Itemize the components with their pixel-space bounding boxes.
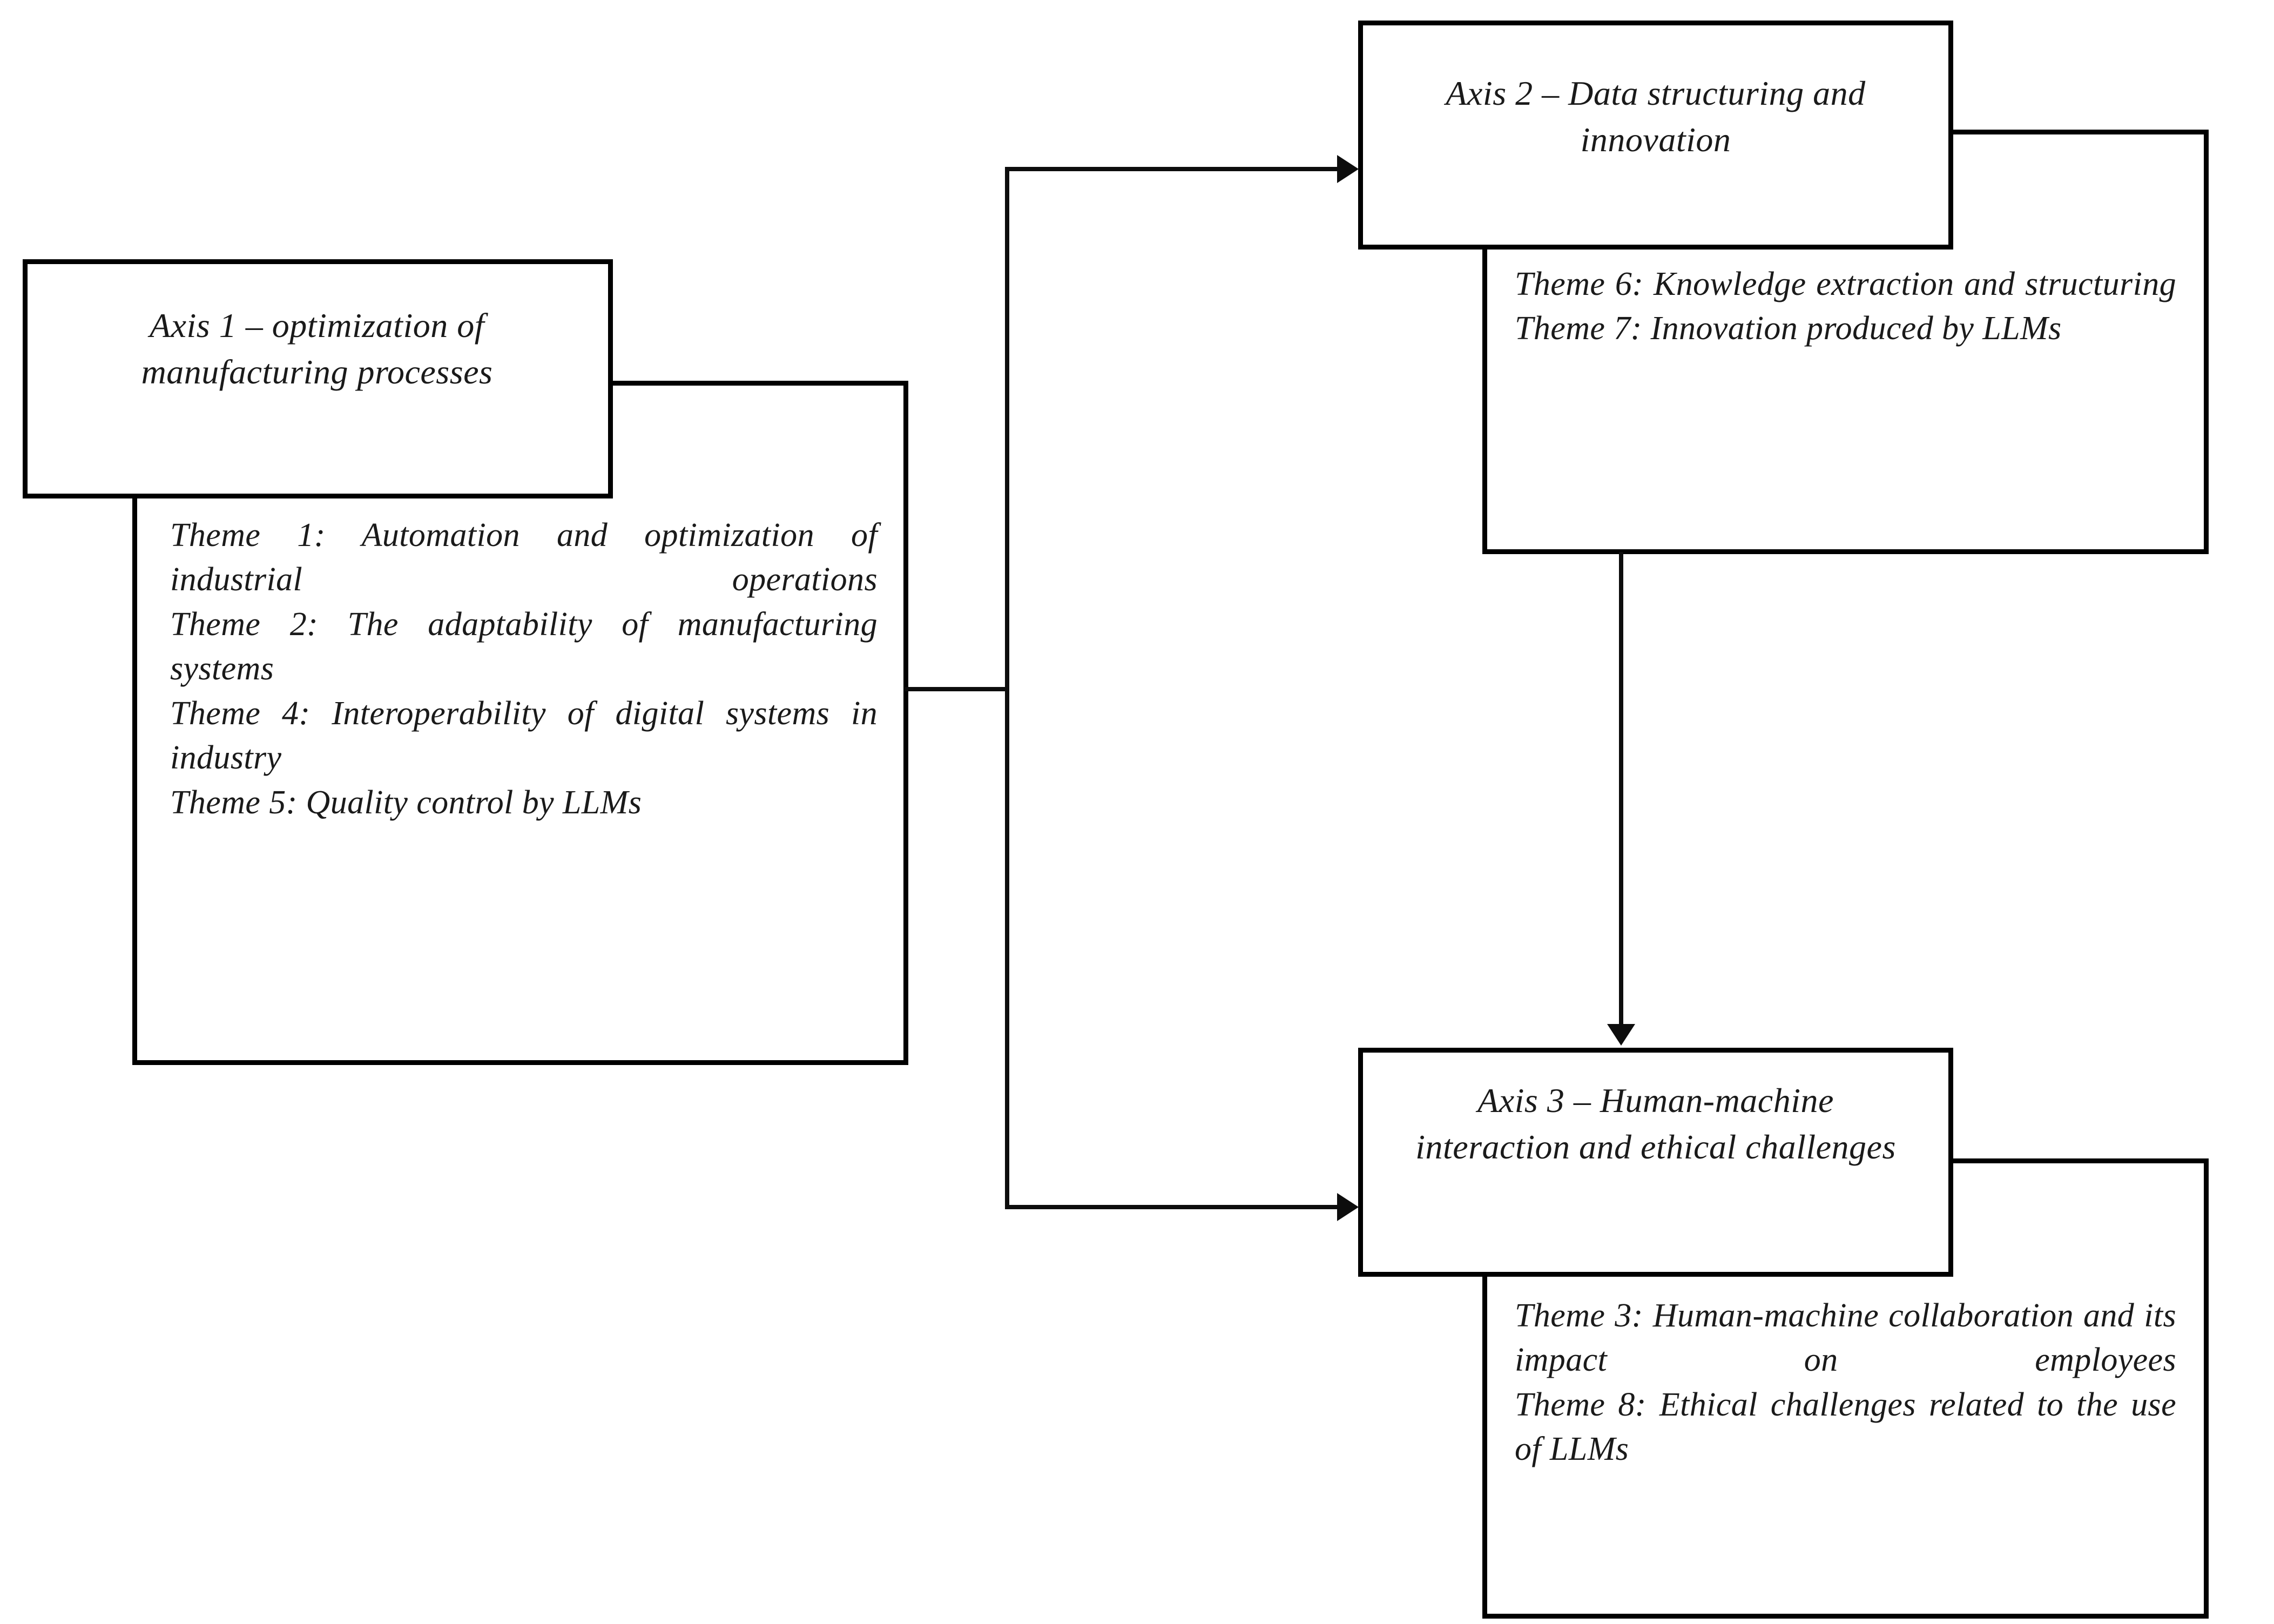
- axis-1-theme-list: Theme 1: Automation and optimization of …: [170, 513, 878, 825]
- axis-2-theme-list: Theme 6: Knowledge extraction and struct…: [1515, 262, 2176, 351]
- connector-axis2-to-axis3-arrowhead: [1607, 1024, 1635, 1046]
- axis-2-title-box: [1358, 21, 1953, 250]
- axis-1-theme-item: Theme 2: The adaptability of manufacturi…: [170, 605, 878, 688]
- connector-axis1-to-axis3-line: [1005, 1205, 1340, 1209]
- connector-axis1-to-axis2-line: [1005, 167, 1351, 171]
- axis-2-title: Axis 2 – Data structuring and innovation: [1446, 74, 1866, 159]
- connector-axis1-to-axis3-arrowhead: [1337, 1193, 1359, 1221]
- axis-1-theme-item: Theme 4: Interoperability of digital sys…: [170, 695, 878, 777]
- axis-2-theme-item: Theme 7: Innovation produced by LLMs: [1515, 310, 2062, 347]
- axis-3-title-box: [1358, 1048, 1953, 1277]
- axis-1-theme-item: Theme 5: Quality control by LLMs: [170, 784, 642, 821]
- axis-3-title: Axis 3 – Human-machine interaction and e…: [1415, 1081, 1896, 1166]
- connector-axis2-to-axis3-line: [1619, 552, 1623, 1027]
- connector-axis1-stub: [904, 687, 1009, 691]
- axis-3-theme-item: Theme 3: Human-machine collaboration and…: [1515, 1297, 2176, 1379]
- axis-1-theme-item: Theme 1: Automation and optimization of …: [170, 517, 878, 598]
- axis-2-theme-item: Theme 6: Knowledge extraction and struct…: [1515, 266, 2176, 302]
- axis-1-title: Axis 1 – optimization of manufacturing p…: [141, 306, 493, 391]
- connector-axis1-to-axis2-arrowhead: [1337, 155, 1359, 183]
- axis-1-title-box: [23, 259, 613, 498]
- connector-trunk: [1005, 169, 1009, 1209]
- axis-3-theme-item: Theme 8: Ethical challenges related to t…: [1515, 1386, 2176, 1468]
- axis-3-theme-list: Theme 3: Human-machine collaboration and…: [1515, 1293, 2176, 1472]
